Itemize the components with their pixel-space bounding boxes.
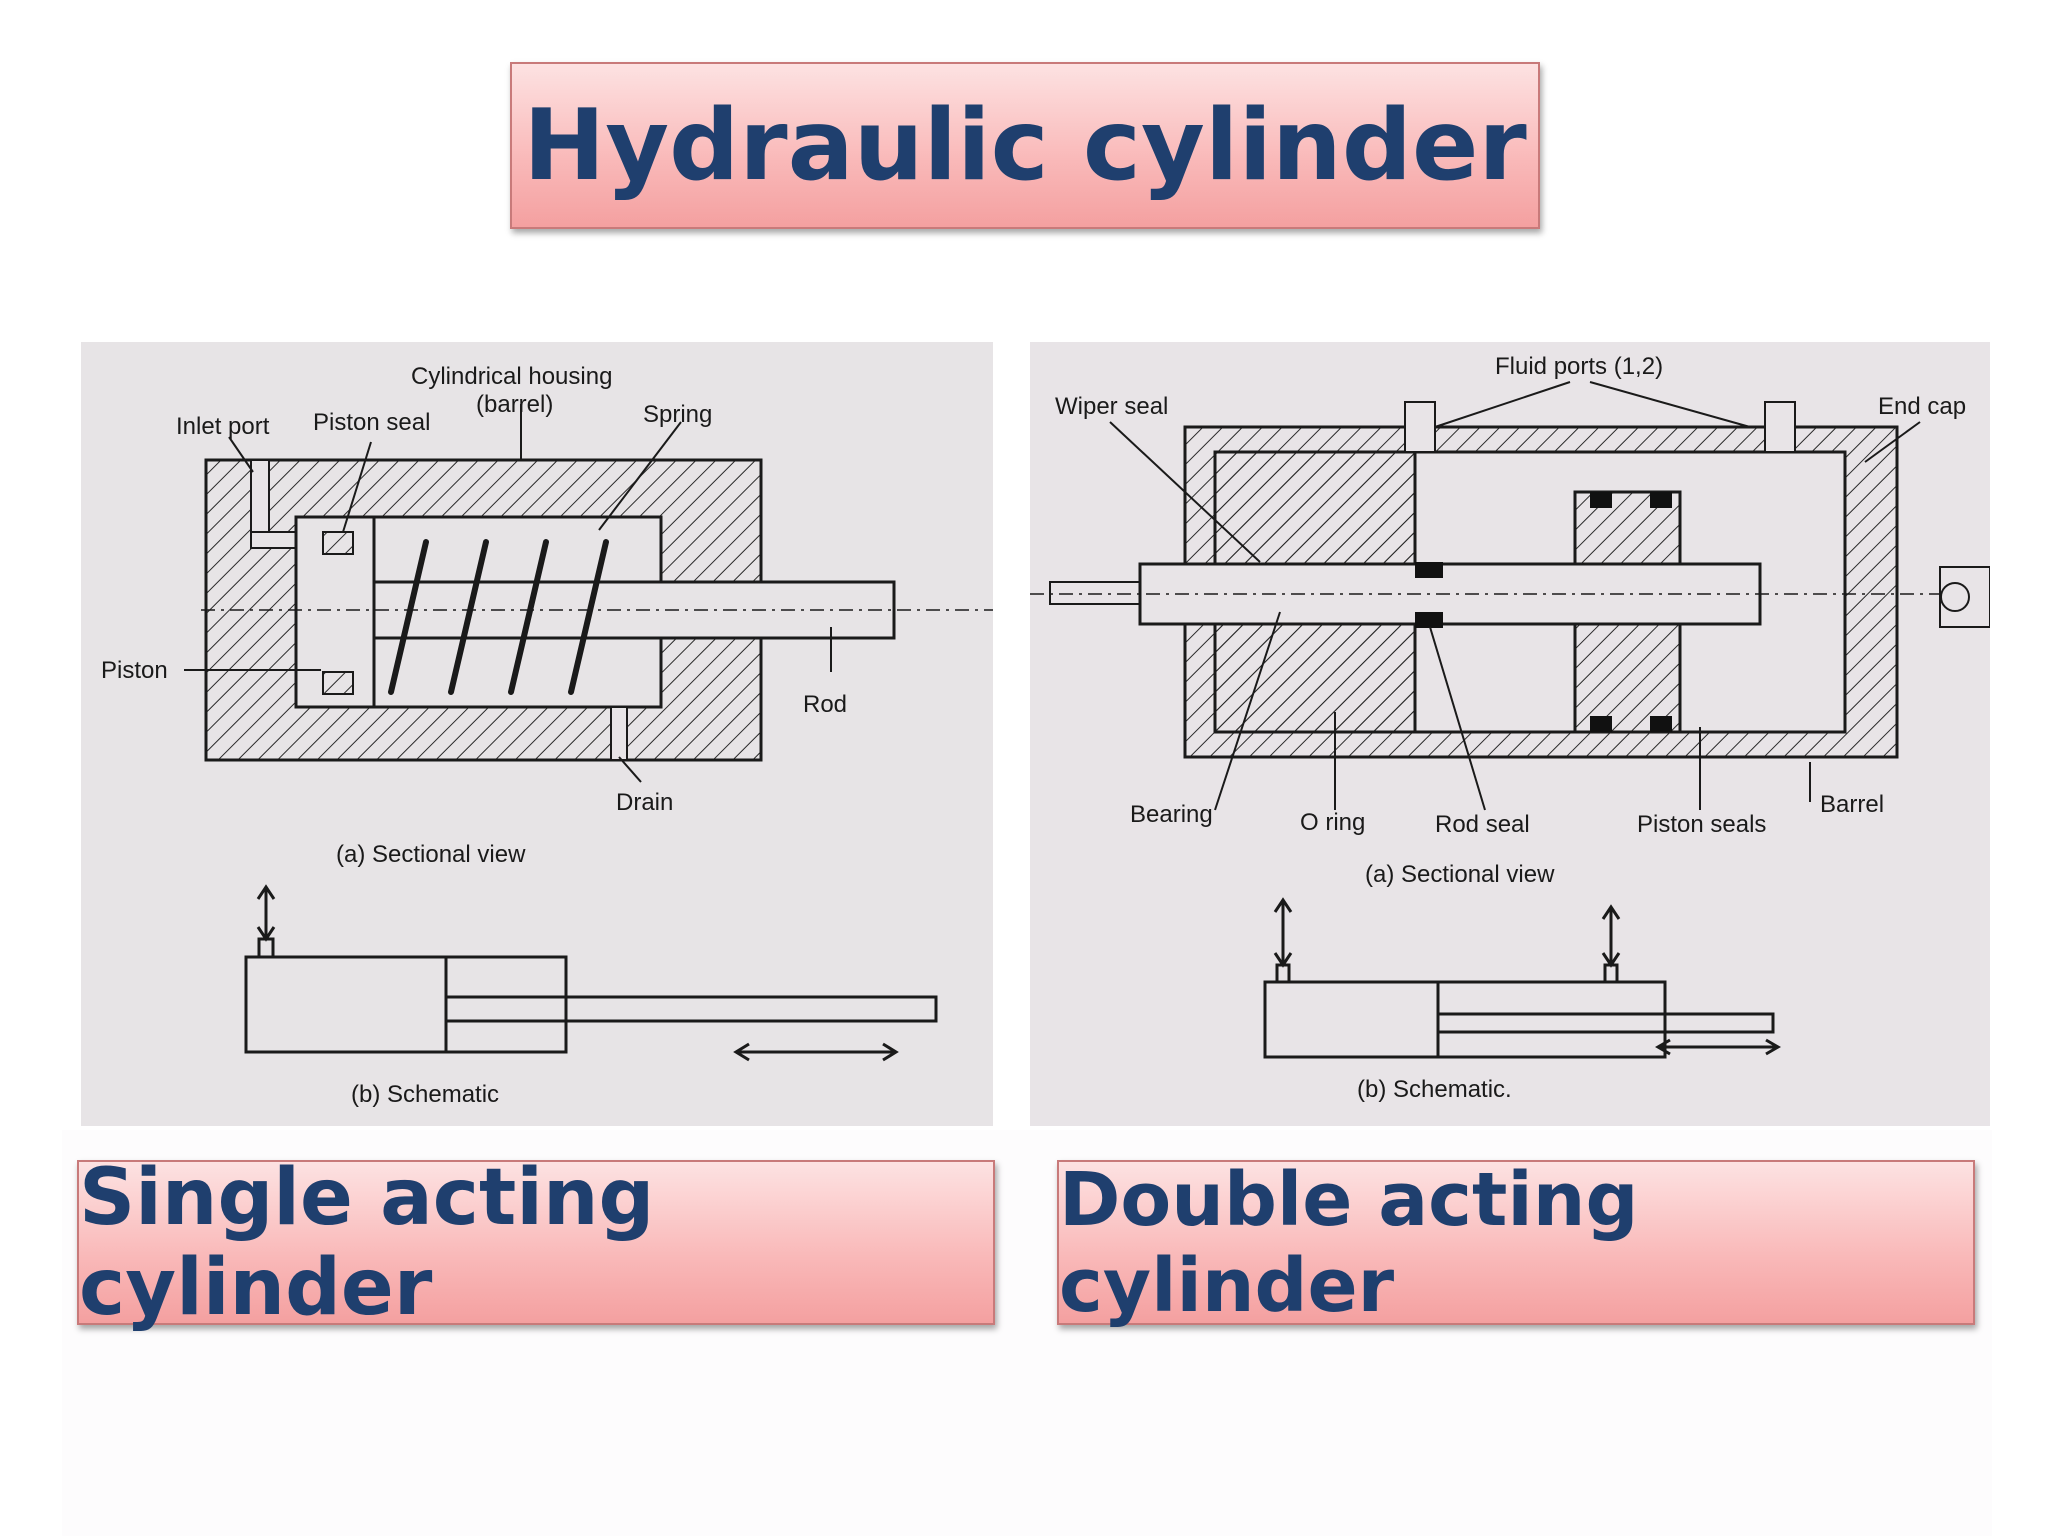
schematic-caption: (b) Schematic. xyxy=(1357,1076,1512,1103)
label-inlet-port: Inlet port xyxy=(176,413,270,440)
single-acting-svg: Cylindrical housing (barrel) Inlet port … xyxy=(101,363,993,1108)
spring-coils xyxy=(388,539,609,695)
piston-seal-bottom xyxy=(322,671,354,695)
label-housing-line1: Cylindrical housing xyxy=(411,363,612,390)
caption-single-acting: Single acting cylinder xyxy=(77,1153,995,1333)
label-drain: Drain xyxy=(616,789,673,816)
page-title: Hydraulic cylinder xyxy=(510,62,1540,229)
double-acting-diagram: Fluid ports (1,2) Wiper seal End cap Bea… xyxy=(1030,342,1990,1126)
piston-seal-top xyxy=(322,531,354,555)
rod xyxy=(372,580,896,640)
label-fluid-ports: Fluid ports (1,2) xyxy=(1495,353,1663,380)
label-spring: Spring xyxy=(643,401,712,428)
double-acting-svg: Fluid ports (1,2) Wiper seal End cap Bea… xyxy=(1030,353,1990,1103)
schematic-caption: (b) Schematic xyxy=(351,1081,499,1108)
label-piston-seal: Piston seal xyxy=(313,409,430,436)
sectional-caption: (a) Sectional view xyxy=(336,841,526,868)
drain-channel xyxy=(610,706,628,761)
schematic-double xyxy=(1263,897,1781,1059)
label-piston-seals: Piston seals xyxy=(1637,811,1766,838)
inlet-port-channel xyxy=(250,459,270,541)
fluid-port-2 xyxy=(1764,401,1796,453)
label-bearing: Bearing xyxy=(1130,801,1213,828)
fluid-port-1 xyxy=(1404,401,1436,453)
label-barrel: Barrel xyxy=(1820,791,1884,818)
label-end-cap: End cap xyxy=(1878,393,1966,420)
label-wiper-seal: Wiper seal xyxy=(1055,393,1168,420)
label-piston: Piston xyxy=(101,657,168,684)
label-o-ring: O ring xyxy=(1300,809,1365,836)
label-rod-seal: Rod seal xyxy=(1435,811,1530,838)
caption-double-acting: Double acting cylinder xyxy=(1057,1157,1975,1329)
schematic-single xyxy=(244,884,938,1062)
sectional-caption: (a) Sectional view xyxy=(1365,861,1555,888)
label-rod: Rod xyxy=(803,691,847,718)
label-housing-line2: (barrel) xyxy=(476,391,553,418)
single-acting-diagram: Cylindrical housing (barrel) Inlet port … xyxy=(81,342,993,1126)
